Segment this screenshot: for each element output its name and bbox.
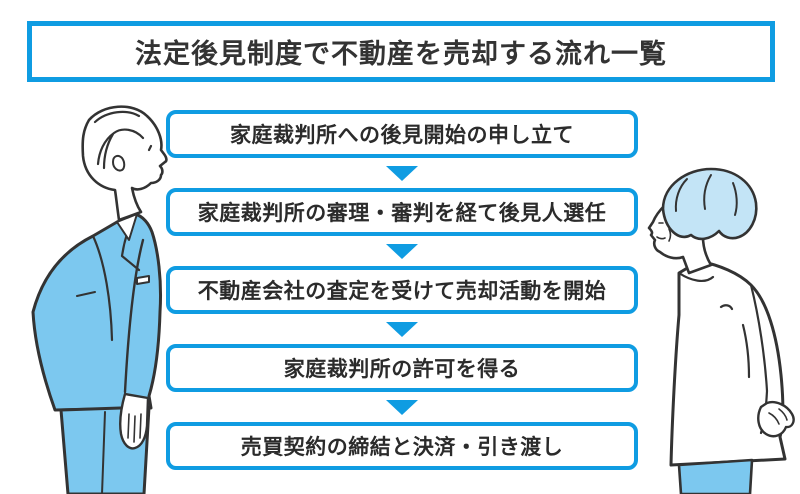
businessman-illustration — [31, 105, 168, 494]
hand-finger-lines — [127, 413, 142, 443]
flow-arrow-gap — [166, 158, 638, 188]
blue-pants — [677, 458, 754, 494]
arrow-down-icon — [386, 243, 418, 259]
jacket-sleeve-line — [123, 238, 145, 394]
flow-step-4: 家庭裁判所の許可を得る — [166, 344, 638, 392]
trouser-crease-line — [101, 411, 106, 494]
flow-step-5-label: 売買契約の締結と決済・引き渡し — [240, 436, 564, 459]
jacket-pocket-line — [76, 275, 150, 297]
flow-step-2-label: 家庭裁判所の審理・審判を経て後見人選任 — [197, 202, 607, 225]
hair-strokes — [674, 174, 738, 216]
flow-step-3: 不動産会社の査定を受けて売却活動を開始 — [166, 266, 638, 314]
arrow-down-icon — [386, 399, 418, 415]
flow-step-4-label: 家庭裁判所の許可を得る — [283, 358, 521, 381]
ear — [112, 154, 126, 172]
flow-step-2: 家庭裁判所の審理・審判を経て後見人選任 — [166, 188, 638, 236]
flow-step-3-label: 不動産会社の査定を受けて売却活動を開始 — [197, 280, 607, 303]
arrow-down-icon — [386, 321, 418, 337]
suit-jacket — [31, 212, 163, 412]
hand-knuckle-lines — [768, 408, 788, 425]
elder-face-wrinkle-lines — [656, 222, 672, 242]
flow-arrow-gap — [166, 392, 638, 422]
flow-step-5: 売買契約の締結と決済・引き渡し — [166, 422, 638, 470]
flow-step-1: 家庭裁判所への後見開始の申し立て — [166, 110, 638, 158]
page-title: 法定後見制度で不動産を売却する流れ一覧 — [135, 39, 667, 69]
title-box: 法定後見制度で不動産を売却する流れ一覧 — [27, 21, 775, 82]
flow-arrow-gap — [166, 236, 638, 266]
elderly-person-illustration — [647, 167, 795, 494]
flow-step-1-label: 家庭裁判所への後見開始の申し立て — [230, 124, 574, 147]
flow-steps: 家庭裁判所への後見開始の申し立て 家庭裁判所の審理・審判を経て後見人選任 不動産… — [166, 110, 638, 470]
pale-blue-hair — [661, 167, 758, 241]
flow-arrow-gap — [166, 314, 638, 344]
arrow-down-icon — [386, 165, 418, 181]
hair-strokes — [93, 110, 153, 170]
